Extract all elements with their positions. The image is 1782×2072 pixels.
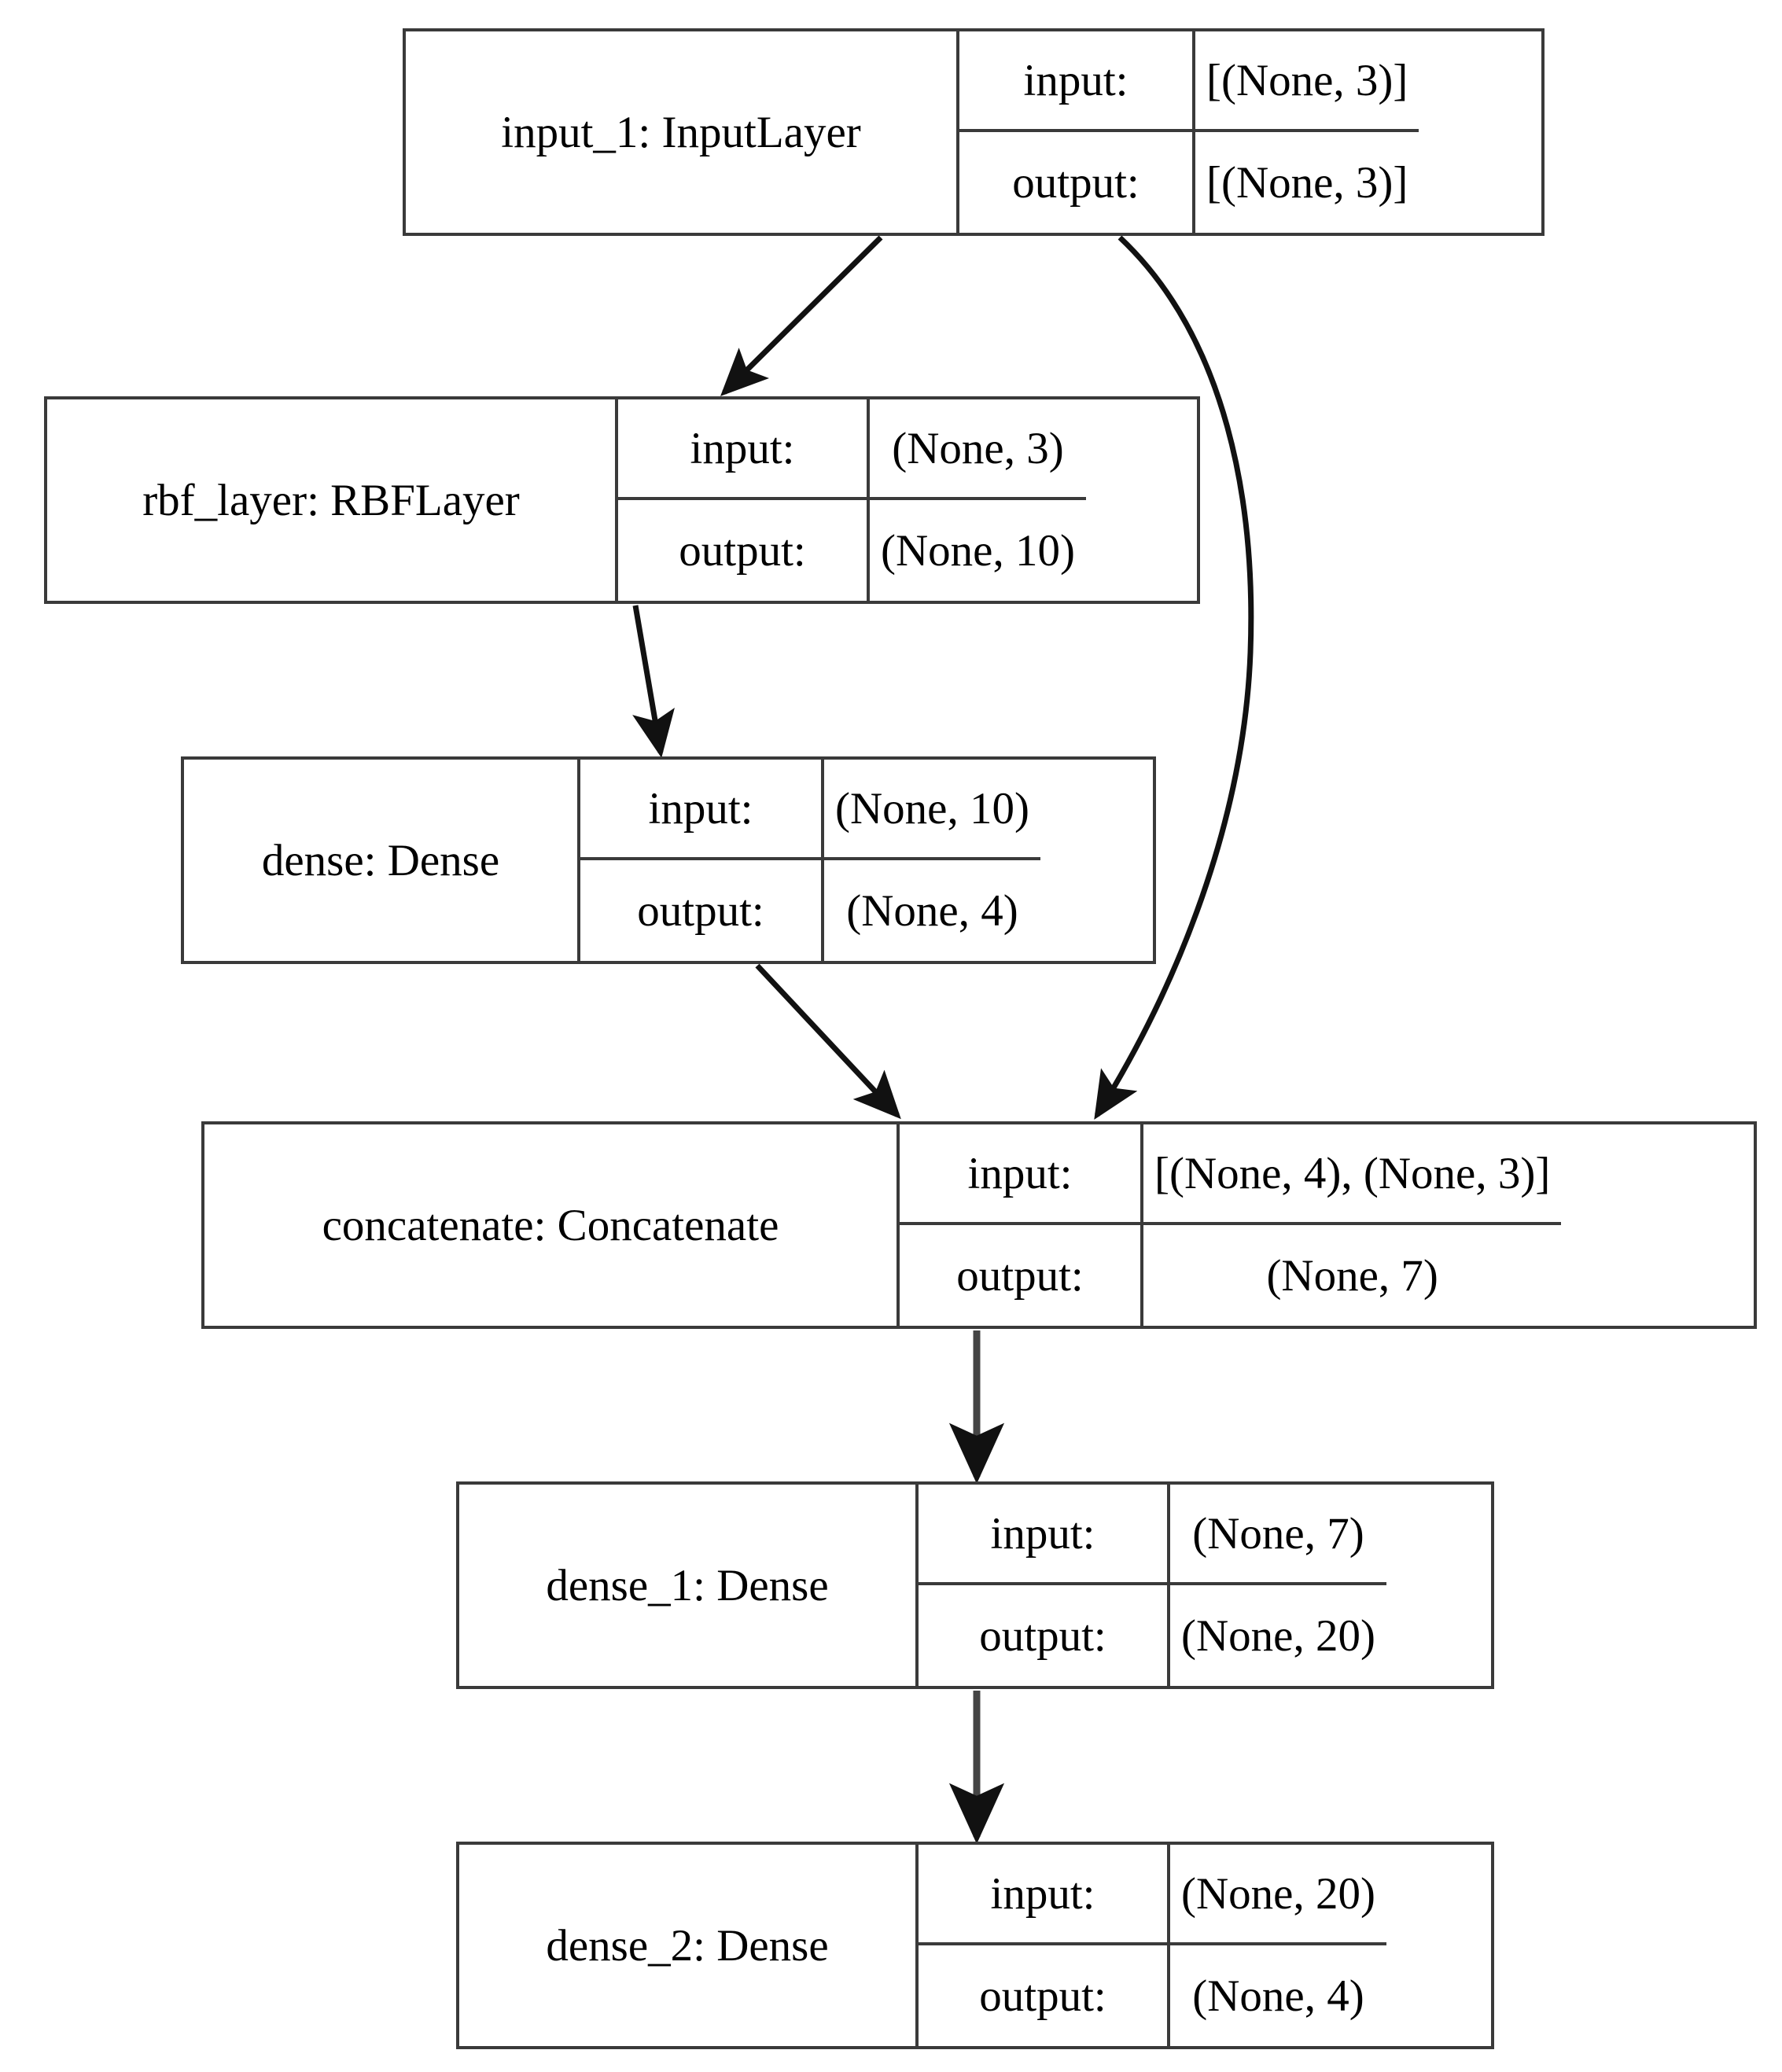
io-label-input: input: <box>900 1124 1143 1222</box>
io-label-output: output: <box>618 500 870 601</box>
io-shape-output: [(None, 3)] <box>1206 157 1408 208</box>
io-label-input: input: <box>580 760 824 857</box>
io-label-input: input: <box>919 1485 1170 1582</box>
io-row-input: input: (None, 7) <box>919 1485 1386 1585</box>
io-shape-output: (None, 4) <box>1192 1971 1364 2021</box>
io-label-input: input: <box>618 399 870 497</box>
node-dense[interactable]: dense: Dense input: (None, 10) output: (… <box>181 756 1156 964</box>
node-label-input-1: input_1: InputLayer <box>501 107 861 157</box>
io-shape-output: (None, 10) <box>881 525 1075 576</box>
node-rbf-layer[interactable]: rbf_layer: RBFLayer input: (None, 3) out… <box>44 396 1200 604</box>
io-shape-input: (None, 20) <box>1181 1868 1375 1919</box>
io-shape-input: [(None, 3)] <box>1206 55 1408 105</box>
node-label-dense: dense: Dense <box>261 835 500 885</box>
io-shape-input: (None, 10) <box>835 783 1029 834</box>
io-row-input: input: [(None, 4), (None, 3)] <box>900 1124 1562 1225</box>
io-panel-input-1: input: [(None, 3)] output: [(None, 3)] <box>956 31 1419 233</box>
io-panel-concatenate: input: [(None, 4), (None, 3)] output: (N… <box>897 1124 1562 1326</box>
io-row-input: input: (None, 20) <box>919 1845 1386 1945</box>
node-label-dense-2: dense_2: Dense <box>546 1920 829 1971</box>
io-label-output: output: <box>919 1945 1170 2046</box>
io-label-output: output: <box>959 132 1195 233</box>
edge-input_1-rbf_layer <box>720 235 883 396</box>
io-label-input: input: <box>919 1845 1170 1942</box>
node-dense-2[interactable]: dense_2: Dense input: (None, 20) output:… <box>456 1842 1494 2049</box>
io-shape-input: [(None, 4), (None, 3)] <box>1154 1148 1551 1198</box>
io-row-input: input: (None, 10) <box>580 760 1040 860</box>
edge-rbf_layer-dense <box>632 605 675 758</box>
io-row-output: output: (None, 7) <box>900 1225 1561 1326</box>
io-panel-dense-2: input: (None, 20) output: (None, 4) <box>915 1845 1386 2046</box>
node-dense-1[interactable]: dense_1: Dense input: (None, 7) output: … <box>456 1481 1494 1689</box>
io-shape-output: (None, 20) <box>1181 1610 1375 1661</box>
node-label-dense-1: dense_1: Dense <box>546 1560 829 1610</box>
io-shape-input: (None, 3) <box>892 423 1064 473</box>
node-input-1[interactable]: input_1: InputLayer input: [(None, 3)] o… <box>403 28 1545 236</box>
io-row-input: input: [(None, 3)] <box>959 31 1419 132</box>
io-shape-output: (None, 7) <box>1266 1250 1438 1301</box>
edge-input_1-concatenate <box>1094 235 1254 1120</box>
io-label-output: output: <box>900 1225 1143 1326</box>
io-panel-dense: input: (None, 10) output: (None, 4) <box>577 760 1040 961</box>
io-row-input: input: (None, 3) <box>618 399 1086 500</box>
io-row-output: output: (None, 10) <box>618 500 1086 601</box>
io-label-output: output: <box>580 860 824 961</box>
node-label-rbf-layer: rbf_layer: RBFLayer <box>142 475 520 525</box>
io-row-output: output: (None, 4) <box>919 1945 1386 2046</box>
io-row-output: output: (None, 20) <box>919 1585 1386 1686</box>
io-label-input: input: <box>959 31 1195 129</box>
io-shape-output: (None, 4) <box>846 885 1018 936</box>
io-label-output: output: <box>919 1585 1170 1686</box>
edge-dense-concatenate <box>755 963 901 1120</box>
io-row-output: output: (None, 4) <box>580 860 1040 961</box>
io-shape-input: (None, 7) <box>1192 1508 1364 1559</box>
node-concatenate[interactable]: concatenate: Concatenate input: [(None, … <box>201 1121 1757 1329</box>
io-row-output: output: [(None, 3)] <box>959 132 1419 233</box>
io-panel-rbf-layer: input: (None, 3) output: (None, 10) <box>615 399 1086 601</box>
io-panel-dense-1: input: (None, 7) output: (None, 20) <box>915 1485 1386 1686</box>
node-label-concatenate: concatenate: Concatenate <box>322 1200 779 1250</box>
